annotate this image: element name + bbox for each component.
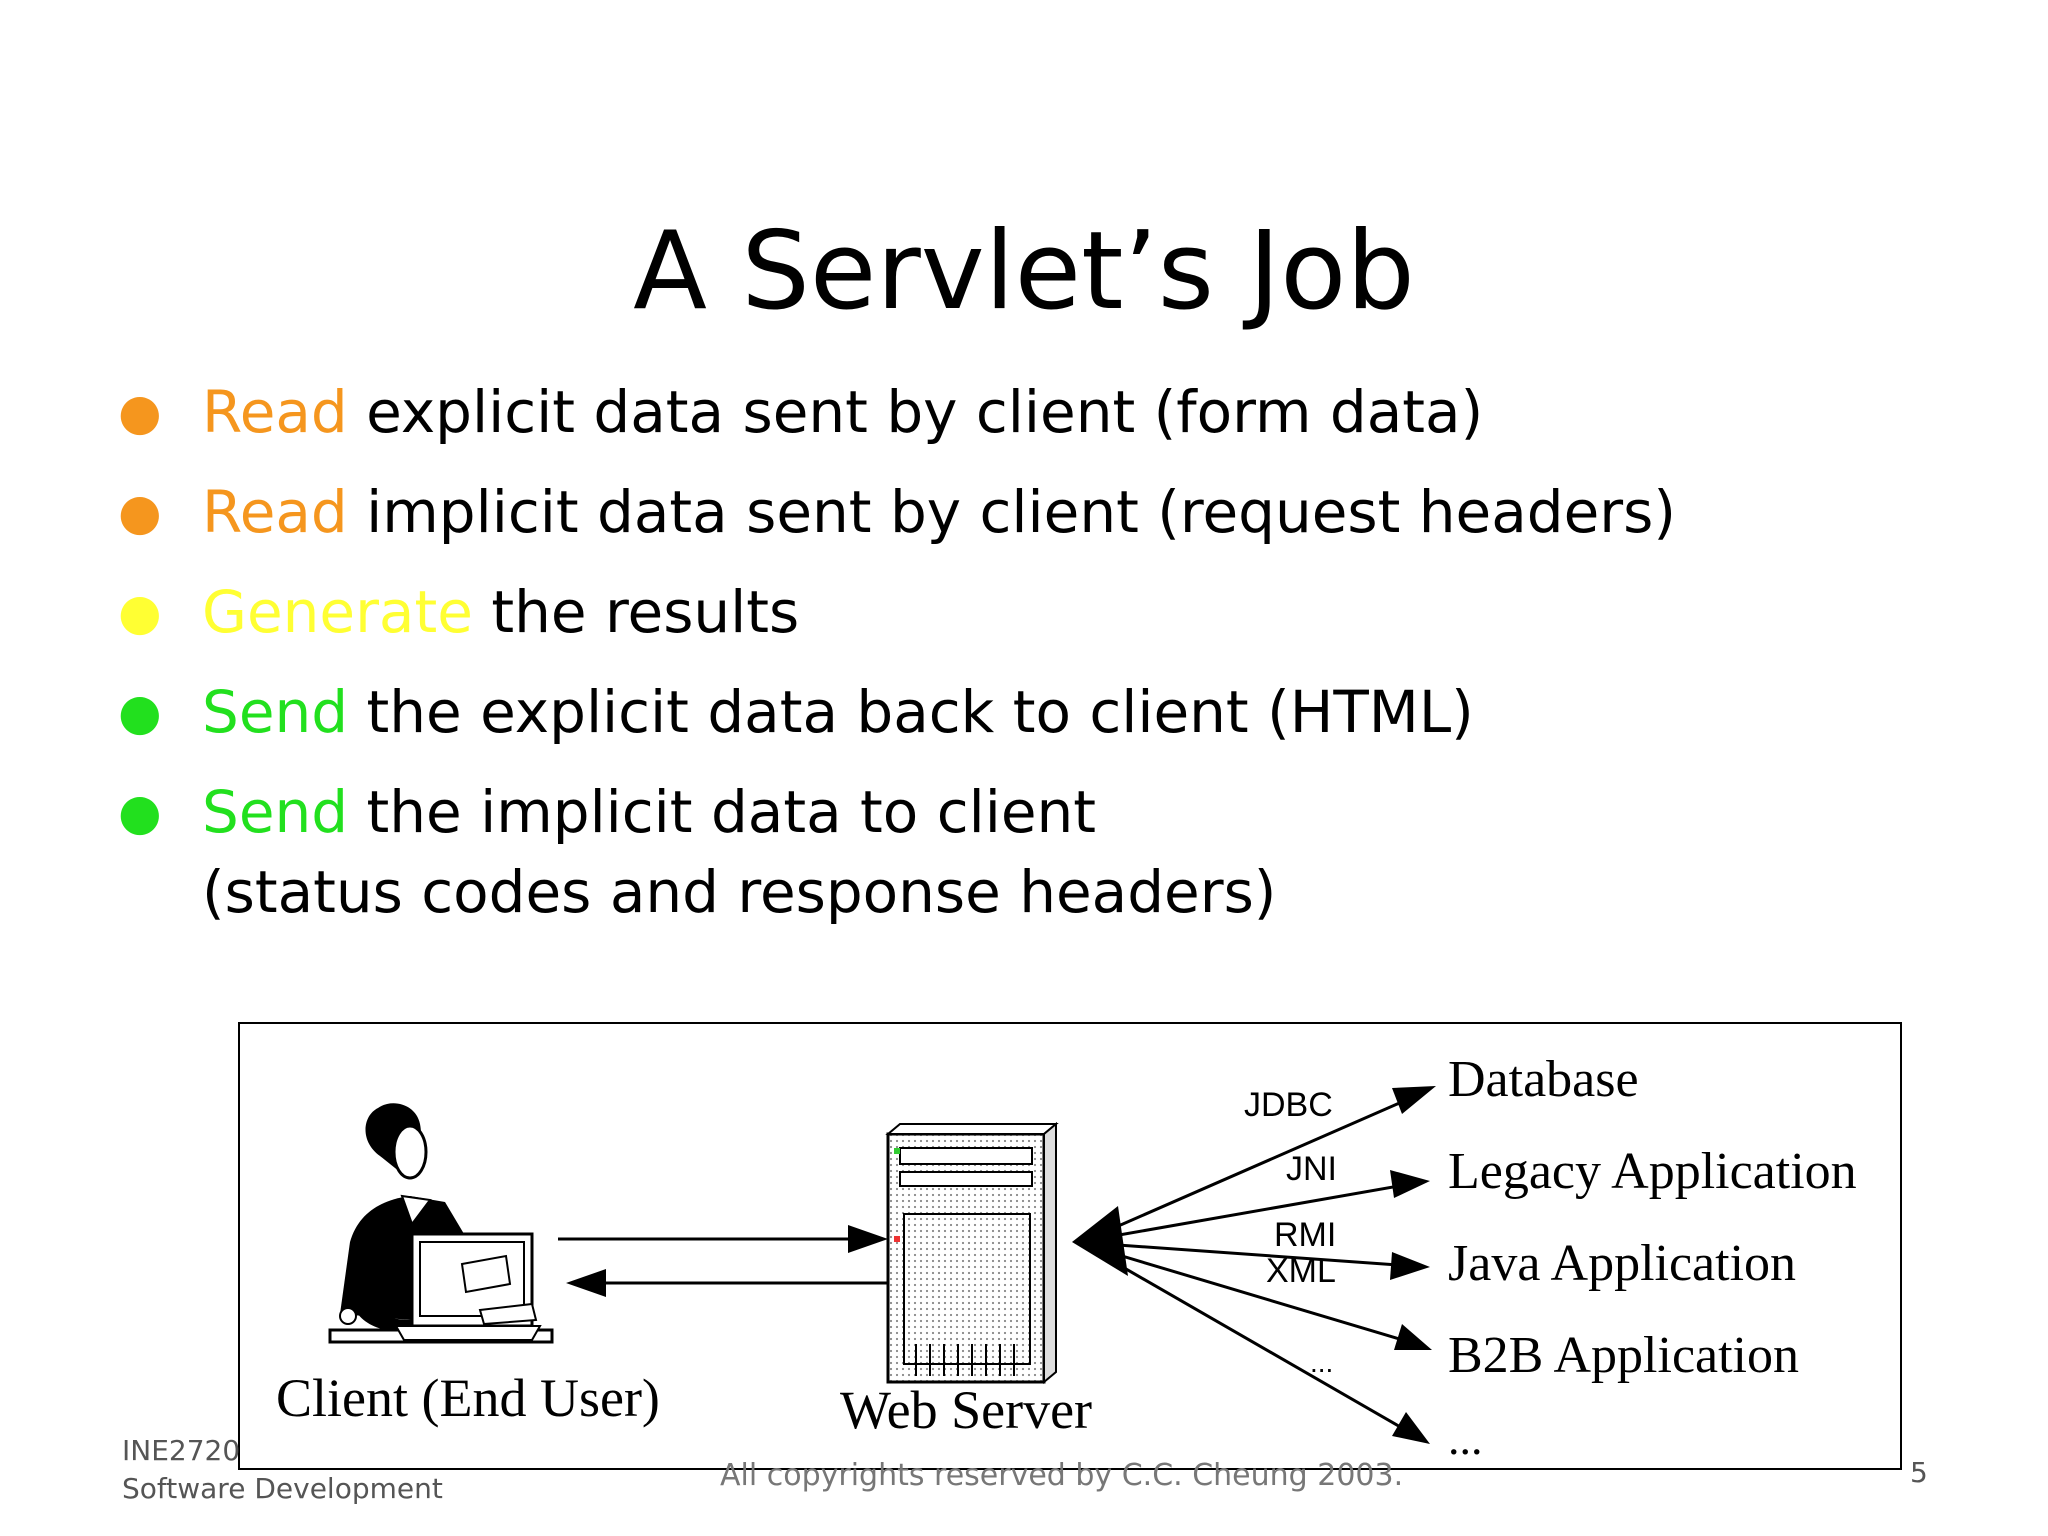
protocol-label-more: ... <box>1310 1347 1333 1378</box>
bullet-rest: the implicit data to client <box>348 778 1097 846</box>
bullet-list: ● Read explicit data sent by client (for… <box>118 372 1918 952</box>
target-label-java: Java Application <box>1448 1235 1796 1292</box>
protocol-label-xml: XML <box>1266 1252 1336 1290</box>
server-label: Web Server <box>840 1380 1092 1440</box>
protocol-label-jni: JNI <box>1286 1150 1337 1188</box>
footer-course-code: INE2720 <box>122 1434 241 1467</box>
bullet-keyword: Read <box>202 378 348 446</box>
bullet-dot-icon: ● <box>118 383 162 441</box>
footer-copyright: All copyrights reserved by C.C. Cheung 2… <box>720 1458 1404 1493</box>
bullet-item: ● Send the implicit data to client (stat… <box>118 772 1918 932</box>
target-label-database: Database <box>1448 1051 1639 1108</box>
bullet-text: Send the implicit data to client <box>118 772 1918 852</box>
bullet-text: Read explicit data sent by client (form … <box>118 372 1918 452</box>
client-user-icon <box>328 1103 554 1344</box>
target-label-b2b: B2B Application <box>1448 1327 1799 1384</box>
request-arrow <box>558 1225 888 1253</box>
bullet-dot-icon: ● <box>118 483 162 541</box>
bullet-dot-icon: ● <box>118 583 162 641</box>
diagram-canvas: JDBC JNI RMI XML ... Database Legacy App… <box>276 1051 1857 1464</box>
bullet-item: ● Read explicit data sent by client (for… <box>118 372 1918 452</box>
target-label-more: ... <box>1448 1413 1483 1464</box>
footer-course: INE2720 Software Development <box>122 1432 443 1508</box>
web-server-icon <box>885 1121 1059 1385</box>
target-label-legacy: Legacy Application <box>1448 1143 1857 1200</box>
protocol-label-rmi: RMI <box>1274 1216 1336 1254</box>
bullet-rest: implicit data sent by client (request he… <box>347 478 1676 546</box>
page-number: 5 <box>1910 1456 1928 1489</box>
bullet-text: Send the explicit data back to client (H… <box>118 672 1918 752</box>
bullet-item: ● Send the explicit data back to client … <box>118 672 1918 752</box>
fanout-arrows <box>1072 1086 1436 1444</box>
bullet-keyword: Read <box>202 478 348 546</box>
bullet-dot-icon: ● <box>118 783 162 841</box>
footer-course-name: Software Development <box>122 1472 443 1505</box>
bullet-item: ● Generate the results <box>118 572 1918 652</box>
protocol-label-jdbc: JDBC <box>1244 1086 1333 1124</box>
bullet-dot-icon: ● <box>118 683 162 741</box>
bullet-item: ● Read implicit data sent by client (req… <box>118 472 1918 552</box>
bullet-keyword: Send <box>202 778 349 846</box>
bullet-continuation: (status codes and response headers) <box>202 858 1277 926</box>
bullet-keyword: Generate <box>202 578 473 646</box>
response-arrow <box>566 1269 892 1297</box>
client-label: Client (End User) <box>276 1368 660 1428</box>
bullet-rest: the results <box>472 578 800 646</box>
bullet-text: Read implicit data sent by client (reque… <box>118 472 1918 552</box>
bullet-text: Generate the results <box>118 572 1918 652</box>
bullet-keyword: Send <box>202 678 349 746</box>
slide-title: A Servlet’s Job <box>633 209 1415 335</box>
bullet-rest: the explicit data back to client (HTML) <box>348 678 1474 746</box>
servlet-diagram: JDBC JNI RMI XML ... Database Legacy App… <box>238 1022 1902 1470</box>
bullet-rest: explicit data sent by client (form data) <box>347 378 1484 446</box>
